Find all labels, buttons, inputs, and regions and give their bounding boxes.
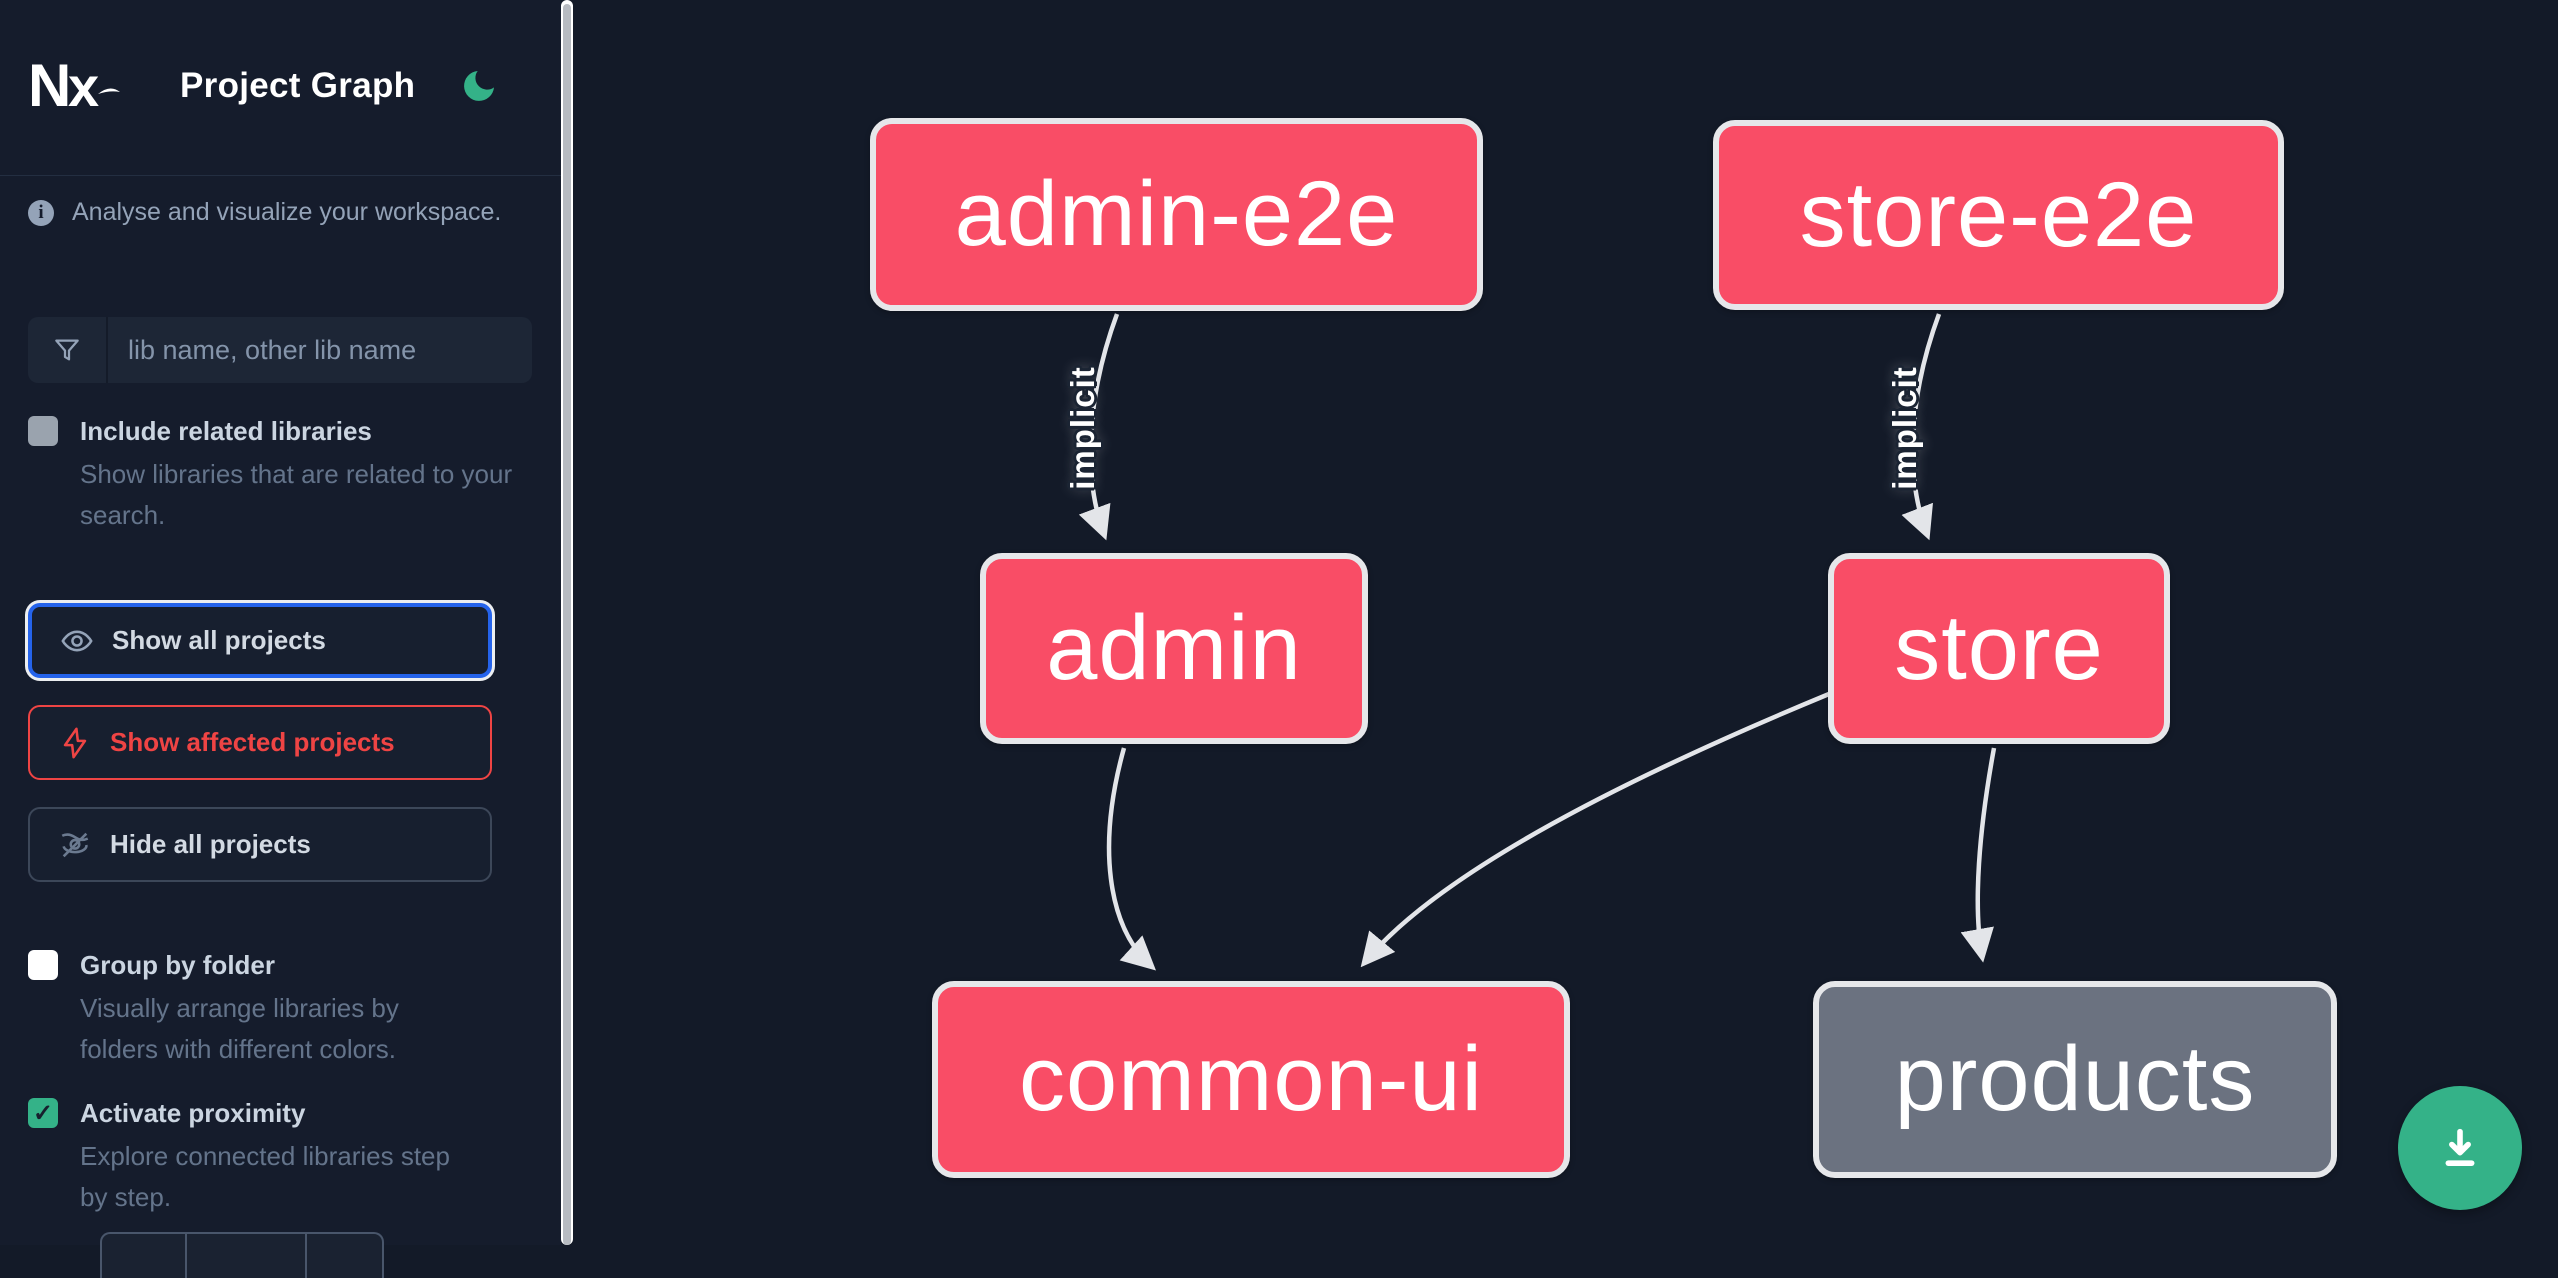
node-label: store-e2e [1799,163,2198,266]
hide-all-projects-button[interactable]: Hide all projects [28,807,492,882]
button-label: Show all projects [112,625,326,655]
toggle-group-by-folder: Group by folder Visually arrange librari… [28,948,533,1070]
toggle-description: Visually arrange libraries by folders wi… [80,993,399,1064]
sidebar-header: N x Project Graph [28,38,499,134]
search-box [28,317,532,383]
header-divider [0,175,561,176]
workspace-info: i Analyse and visualize your workspace. [28,198,501,227]
toggle-description: Show libraries that are related to your … [80,459,513,530]
node-common-ui[interactable]: common-ui [932,981,1570,1178]
eye-off-icon [61,832,89,857]
check-icon: ✓ [32,1099,54,1127]
node-products[interactable]: products [1813,981,2337,1178]
node-label: common-ui [1018,1028,1483,1130]
dependency-edges [1078,313,1997,971]
download-image-button[interactable] [2398,1086,2522,1210]
moon-icon [464,71,495,101]
svg-text:N: N [28,56,71,116]
node-store-e2e[interactable]: store-e2e [1713,120,2284,310]
node-label: products [1894,1028,2256,1130]
page-title: Project Graph [180,66,416,105]
toggle-label: Group by folder [80,950,275,980]
toggle-label: Include related libraries [80,416,372,446]
theme-toggle-button[interactable] [459,66,499,106]
toggle-activate-proximity: ✓ Activate proximity Explore connected l… [28,1096,533,1218]
show-affected-projects-button[interactable]: Show affected projects [28,705,492,780]
scrollbar-thumb[interactable] [563,4,571,1245]
sidebar-scrollbar[interactable] [561,0,573,1245]
stepper-decrement[interactable] [100,1232,188,1278]
stepper-increment[interactable] [304,1232,384,1278]
toggle-description: Explore connected libraries step by step… [80,1141,450,1212]
workspace-info-text: Analyse and visualize your workspace. [72,198,502,226]
filter-funnel-icon [28,317,108,383]
edge-admin-e2e-to-admin [1078,313,1120,541]
include-related-checkbox[interactable] [28,416,58,446]
download-icon [2445,1128,2475,1166]
button-label: Hide all projects [110,829,311,859]
node-label: admin [1046,597,1302,699]
node-store[interactable]: store [1828,553,2170,744]
edge-label-implicit: implicit [1064,366,1101,490]
edge-store-e2e-to-store [1901,313,1942,541]
search-input[interactable] [108,317,532,383]
edge-admin-to-common-ui [1106,747,1156,971]
node-admin[interactable]: admin [980,553,1368,744]
proximity-stepper[interactable] [100,1232,384,1278]
eye-icon [61,630,93,651]
info-icon: i [28,199,54,226]
toggle-include-related: Include related libraries Show libraries… [28,414,533,536]
sidebar: N x Project Graph i Analyse and visualiz… [0,0,561,1278]
svg-text:x: x [68,56,99,116]
node-admin-e2e[interactable]: admin-e2e [870,118,1483,311]
stepper-value [187,1232,305,1278]
activate-proximity-checkbox[interactable]: ✓ [28,1098,58,1128]
button-label: Show affected projects [110,727,395,757]
bolt-icon [63,727,87,758]
edge-store-to-common-ui [1360,691,1830,968]
edge-store-to-products [1960,747,1997,963]
project-graph-canvas[interactable]: implicit implicit admin-e2e store-e2e ad… [573,0,2558,1245]
group-by-folder-checkbox[interactable] [28,950,58,980]
nx-logo: N x [28,56,120,116]
toggle-label: Activate proximity [80,1098,306,1128]
node-label: admin-e2e [954,163,1399,265]
node-label: store [1894,597,2104,699]
edge-label-implicit: implicit [1886,366,1923,490]
show-all-projects-button[interactable]: Show all projects [28,603,492,678]
